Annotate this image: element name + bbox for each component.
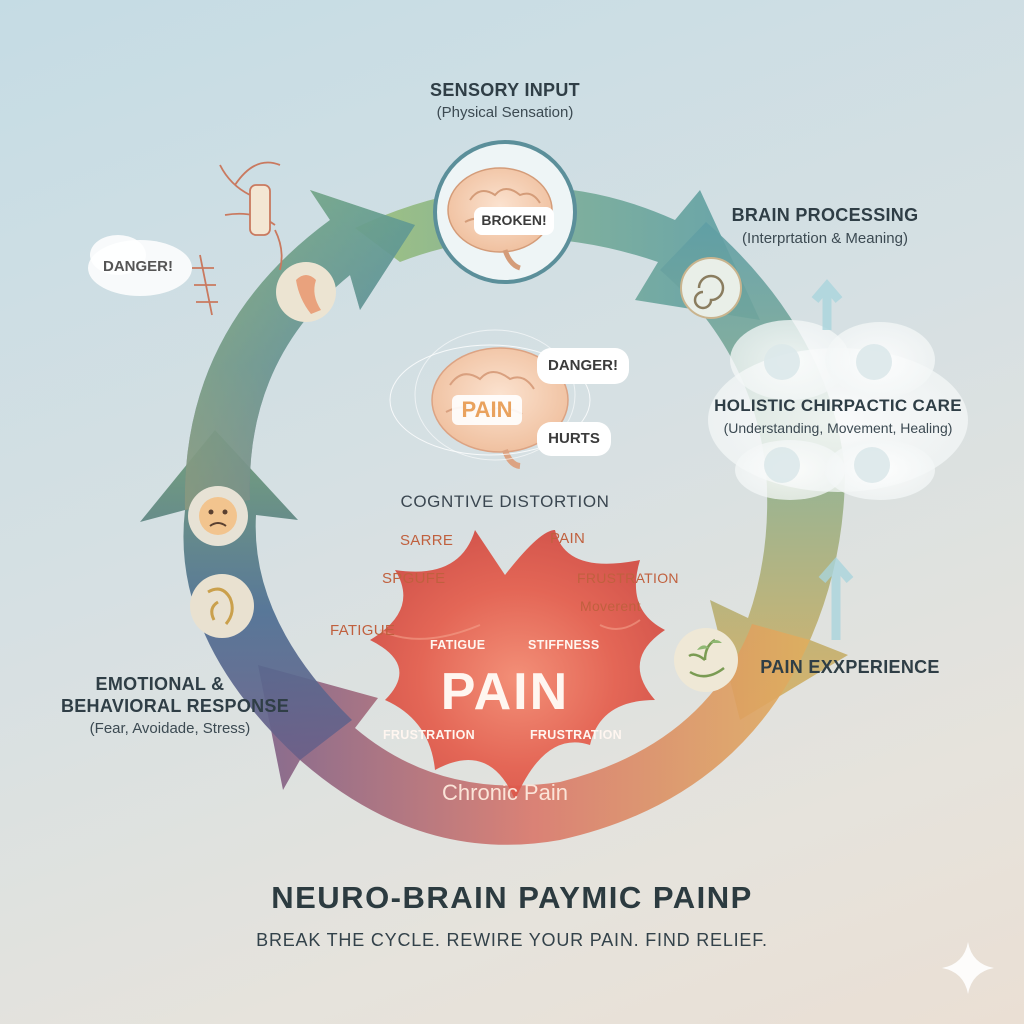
distortion-word-pain: PAIN [550, 530, 586, 547]
sensory-input-subtitle: (Physical Sensation) [436, 104, 574, 121]
broken-bubble-shape [474, 207, 554, 235]
burst-frustration-right: FRUSTRATION [530, 728, 622, 742]
up-arrow-icon [811, 279, 843, 330]
pain-experience-label: PAIN EXXPERIENCE [760, 657, 940, 677]
emotional-title-line2: BEHAVIORAL RESPONSE [60, 696, 290, 716]
chiropractic-icon [764, 344, 800, 380]
footer-tagline: BREAK THE CYCLE. REWIRE YOUR PAIN. FIND … [256, 930, 768, 950]
distortion-word-fatigue: FATIGUE [330, 622, 396, 639]
growth-icon [854, 447, 890, 483]
sparkle-icon [942, 942, 994, 994]
spiral-icon [680, 257, 742, 319]
danger-bubble: DANGER! [548, 357, 618, 374]
distortion-word-spgufe: SPGUFE [382, 570, 446, 587]
nerve-spine-illustration [192, 161, 283, 316]
pain-burst-shape [370, 530, 665, 800]
left-danger-bubble: DANGER! [103, 258, 173, 275]
emotional-subtitle: (Fear, Avoidade, Stress) [89, 720, 251, 737]
cognitive-distortion-title: COGNTIVE DISTORTION [400, 492, 610, 511]
distortion-word-frustration: FRUSTRATION [577, 570, 679, 586]
hurts-bubble-shape [537, 422, 611, 456]
brain-processing-subtitle: (Interprtation & Meaning) [742, 230, 908, 247]
burst-fatigue: FATIGUE [430, 638, 486, 652]
danger-bubble-shape [537, 348, 629, 384]
emotional-title-line1: EMOTIONAL & [95, 674, 225, 694]
back-pain-icon [190, 574, 254, 638]
pain-brain-badge [452, 395, 522, 425]
plant-hand-icon [856, 344, 892, 380]
brain-processing-title: BRAIN PROCESSING [731, 205, 919, 225]
burst-stiffness: STIFFNESS [528, 638, 600, 652]
distortion-word-sarre: SARRE [400, 532, 454, 549]
chronic-pain-caption: Chronic Pain [442, 780, 568, 805]
up-arrow-icon-lower [818, 557, 854, 640]
sensory-input-title: SENSORY INPUT [430, 80, 580, 100]
footer-title: NEURO-BRAIN PAYMIC PAINP [271, 880, 753, 915]
holistic-care-title: HOLISTIC CHIRPACTIC CARE [714, 396, 962, 415]
cycle-arrow-bottom [258, 624, 810, 845]
meditation-icon [764, 447, 800, 483]
hurts-bubble: HURTS [548, 430, 600, 447]
left-danger-cloud [88, 235, 192, 296]
broken-bubble: BROKEN! [481, 212, 547, 228]
distortion-word-moverent: Moverent [580, 598, 641, 614]
burst-pain-label: PAIN [440, 663, 570, 721]
burst-frustration-left: FRUSTRATION [383, 728, 475, 742]
holistic-care-subtitle: (Understanding, Movement, Healing) [723, 420, 953, 436]
brain-pain-label: PAIN [461, 397, 513, 422]
